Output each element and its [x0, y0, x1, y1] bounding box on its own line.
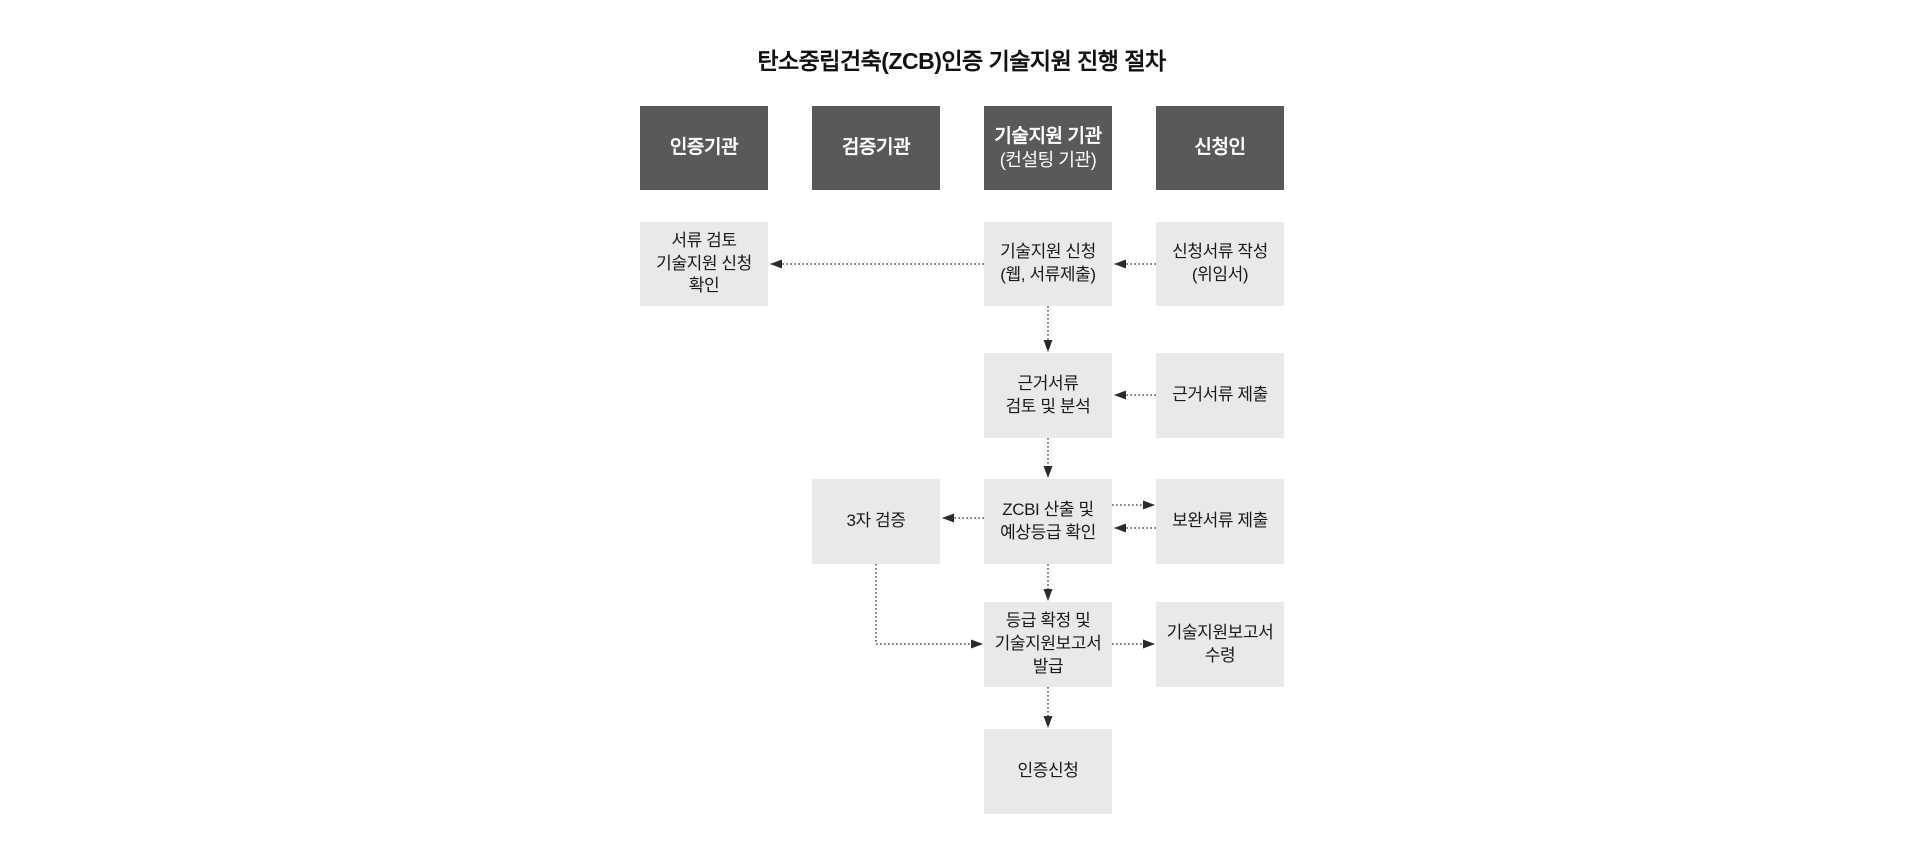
box-certification-application: 인증신청 — [984, 729, 1112, 814]
box-grade-confirmation: 등급 확정 및 기술지원보고서 발급 — [984, 602, 1112, 687]
column-header-verification-body: 검증기관 — [812, 106, 940, 190]
column-header-certification-body: 인증기관 — [640, 106, 768, 190]
column-header-applicant: 신청인 — [1156, 106, 1284, 190]
box-third-party-verification: 3자 검증 — [812, 479, 940, 564]
column-header-sublabel: (컨설팅 기관) — [999, 149, 1097, 170]
column-header-label: 신청인 — [1194, 137, 1246, 159]
box-tech-support-application: 기술지원 신청 (웹, 서류제출) — [984, 222, 1112, 306]
box-report-receive: 기술지원보고서 수령 — [1156, 602, 1284, 687]
column-header-label: 인증기관 — [669, 137, 739, 159]
box-evidence-review: 근거서류 검토 및 분석 — [984, 353, 1112, 438]
column-header-tech-support-body: 기술지원 기관 (컨설팅 기관) — [984, 106, 1112, 190]
column-header-label: 기술지원 기관 — [994, 125, 1102, 147]
box-zcbi-calculation: ZCBI 산출 및 예상등급 확인 — [984, 479, 1112, 564]
column-header-label: 검증기관 — [841, 137, 911, 159]
box-evidence-submit: 근거서류 제출 — [1156, 353, 1284, 438]
box-document-review: 서류 검토 기술지원 신청 확인 — [640, 222, 768, 306]
box-supplement-submit: 보완서류 제출 — [1156, 479, 1284, 564]
box-application-documents: 신청서류 작성 (위임서) — [1156, 222, 1284, 306]
arrow-third-party-to-grade — [875, 564, 983, 649]
page-title: 탄소중립건축(ZCB)인증 기술지원 진행 절차 — [757, 48, 1166, 74]
